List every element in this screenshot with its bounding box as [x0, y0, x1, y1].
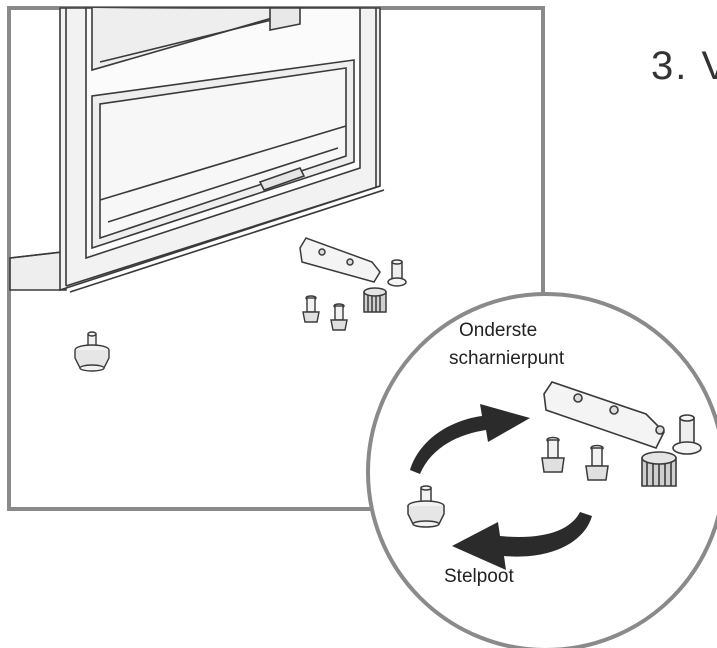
arrow-bottom-curved [452, 512, 592, 570]
hinge-label-line2: scharnierpunt [449, 348, 565, 369]
swap-arrows [410, 404, 592, 570]
adjustable-foot-zoom [407, 485, 445, 528]
hinge-plate-main [299, 237, 407, 313]
callout-circle [366, 292, 717, 648]
screws-zoom [541, 436, 609, 481]
step-number-label: 3. V [651, 44, 717, 88]
hinge-label-line1: Onderste [459, 320, 538, 341]
adjustable-foot-main [74, 331, 110, 372]
screws-main [302, 295, 348, 331]
appliance-door [9, 7, 385, 293]
hinge-plate-zoom [543, 381, 702, 487]
arrow-top-curved [410, 404, 530, 474]
foot-label: Stelpoot [444, 566, 514, 587]
